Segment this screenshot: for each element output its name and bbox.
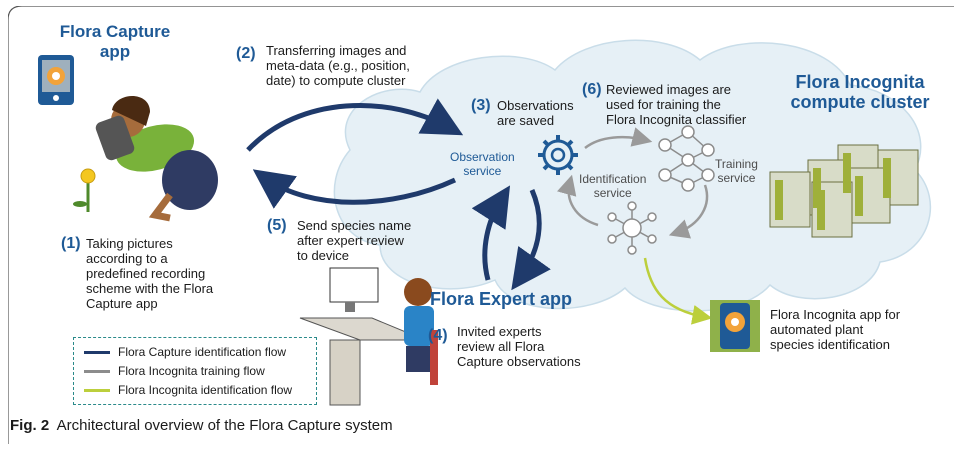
legend-swatch-capture [84,350,110,354]
step-5-text: Send species name after expert review to… [297,218,412,263]
arrow-ident-to-obs [557,174,599,227]
identification-network-icon [607,201,657,255]
step-6-number: (6) [582,81,602,98]
arrow-send-species [252,169,457,209]
flower-illustration [73,168,96,212]
legend-label-capture: Flora Capture identification flow [118,345,287,359]
gear-icon [538,135,578,175]
step-1-text: Taking pictures according to a predefine… [86,236,214,311]
legend-item-training: Flora Incognita training flow [84,362,265,380]
legend-label-training: Flora Incognita training flow [118,364,265,378]
step-6-text: Reviewed images are used for training th… [606,82,747,127]
arrow-to-incognita-app [643,257,713,325]
step-2-text: Transferring images and meta-data (e.g.,… [266,43,410,88]
arrow-to-expert [511,189,551,291]
step-4-text: Invited experts review all Flora Capture… [457,324,581,369]
legend-label-identification: Flora Incognita identification flow [118,383,293,397]
legend: Flora Capture identification flow Flora … [73,337,317,405]
flora-incognita-cluster-title: Flora Incognita compute cluster [790,72,930,112]
arrow-obs-to-training [584,127,653,150]
arrow-transfer [246,98,464,152]
step-2-number: (2) [236,45,256,62]
step-3-number: (3) [471,97,491,114]
legend-item-identification: Flora Incognita identification flow [84,381,292,399]
step-5-number: (5) [267,217,287,234]
arrow-from-expert [471,185,511,281]
neural-network-icon [658,125,715,192]
flora-incognita-app-icon [710,300,760,352]
flora-capture-app-title: Flora Capture app [59,22,171,61]
incognita-app-description: Flora Incognita app for automated plant … [770,307,901,352]
step-3-text: Observations are saved [497,98,574,128]
step-1-number: (1) [61,235,81,252]
flora-expert-app-title: Flora Expert app [430,289,573,309]
step-4-number: (4) [428,327,448,344]
figure-number: Fig. 2 [10,417,50,434]
figure-frame [8,6,954,444]
figure-caption: Fig. 2 Architectural overview of the Flo… [10,417,393,434]
legend-item-capture: Flora Capture identification flow [84,343,286,361]
expert-desk-illustration [299,267,438,406]
observation-service-label: Observation service [450,150,515,178]
server-cluster-icon [769,144,919,238]
flora-capture-phone-icon [38,55,74,105]
person-photographer-illustration [95,96,218,222]
figure-caption-text: Architectural overview of the Flora Capt… [49,417,393,434]
training-service-label: Training service [715,157,758,185]
arrow-training-to-ident [668,184,709,239]
legend-swatch-identification [84,388,110,392]
identification-service-label: Identification service [579,172,647,200]
legend-swatch-training [84,369,110,373]
